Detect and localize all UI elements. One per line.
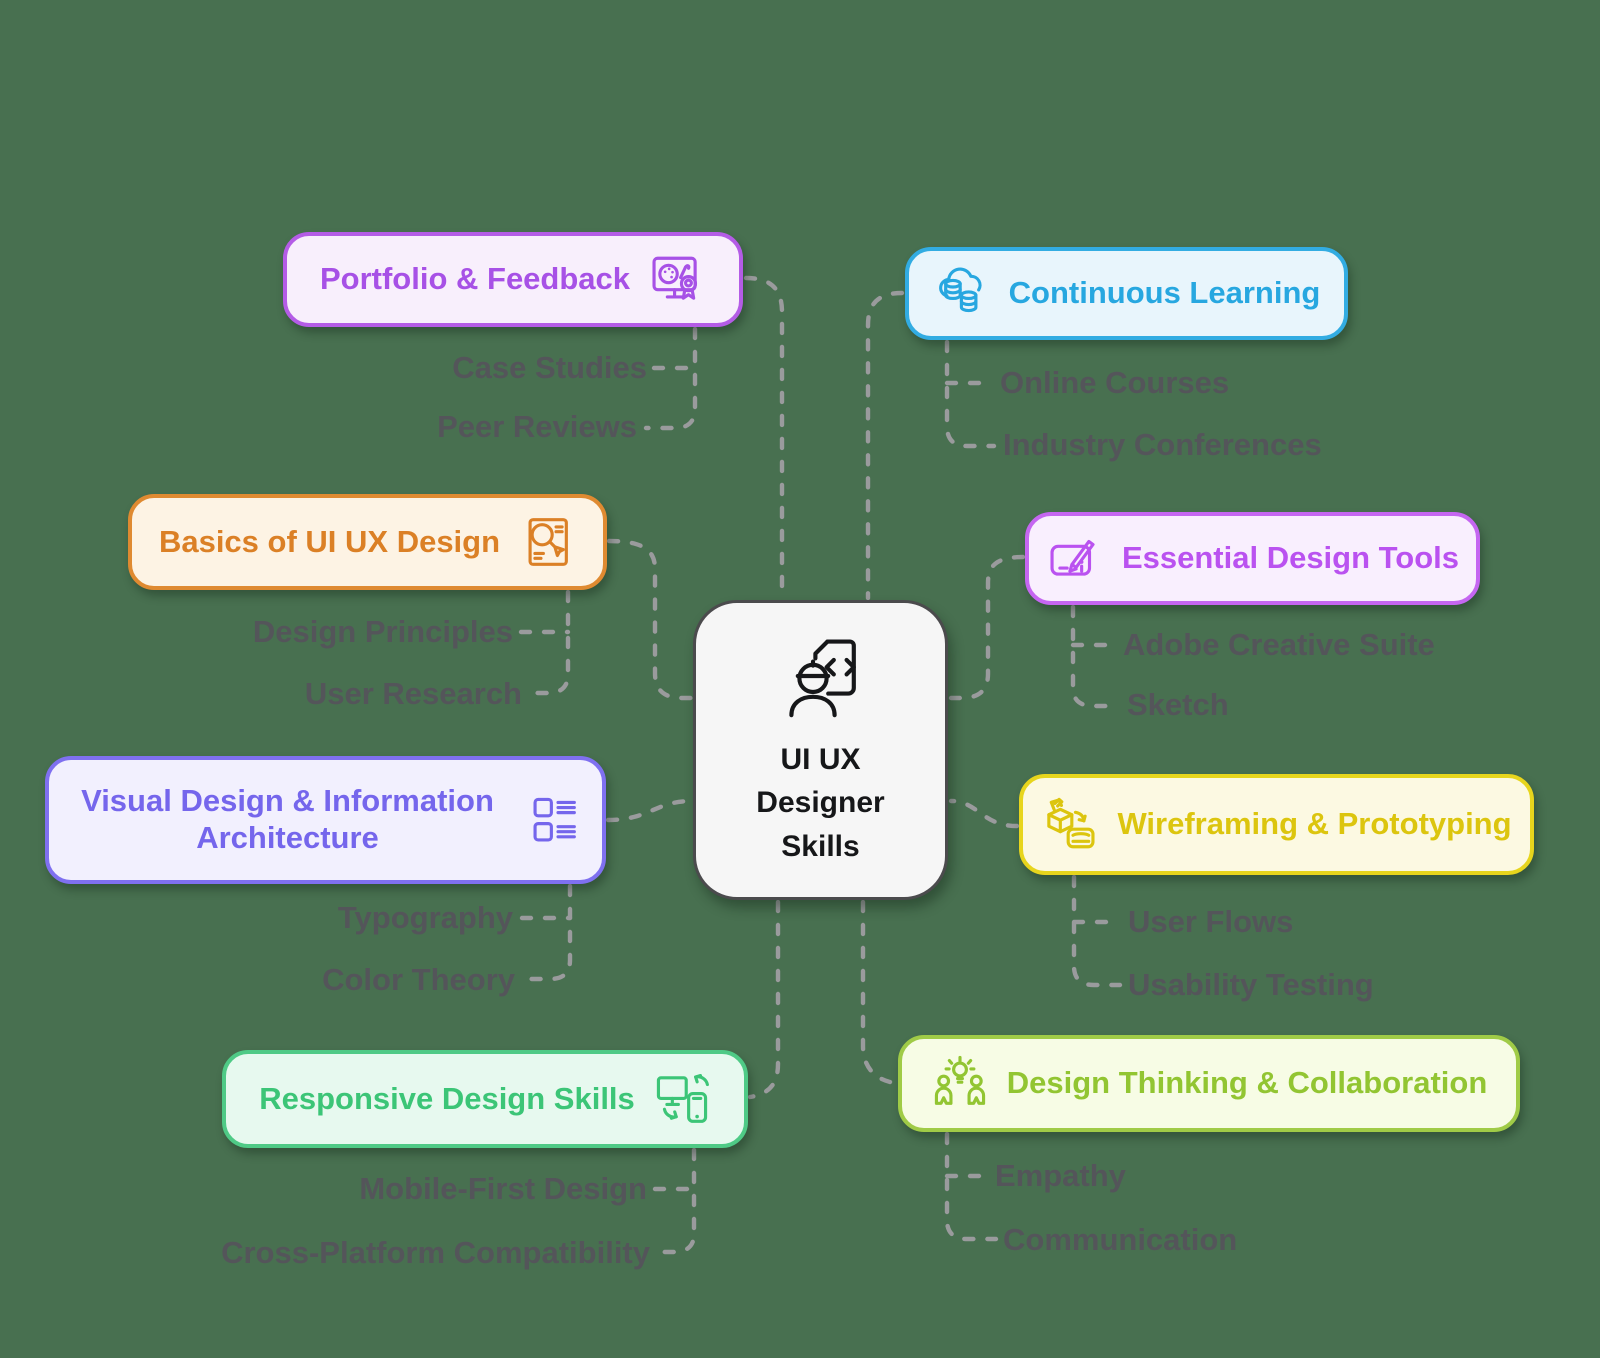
cloud-database-icon [933,265,991,323]
child-usability-testing[interactable]: Usability Testing [1128,967,1374,1002]
child-sketch[interactable]: Sketch [1127,687,1229,722]
child-typography[interactable]: Typography [337,900,513,935]
child-color-theory[interactable]: Color Theory [322,962,515,997]
center-title: UI UX Designer Skills [756,742,885,863]
engineer-document-icon [773,632,869,728]
people-lightbulb-icon [931,1055,989,1113]
box-card-icon [1041,796,1099,854]
branch-title: Responsive Design Skills [259,1080,635,1116]
tablet-pen-icon [1046,530,1104,588]
branch-title: Continuous Learning [1008,275,1321,311]
branch-title: Visual Design & Information Architecture [81,783,494,855]
branch-visual-design-information-architecture[interactable]: Visual Design & Information Architecture [45,756,606,884]
devices-sync-icon [653,1070,711,1128]
branch-wireframing-prototyping[interactable]: Wireframing & Prototyping [1019,774,1534,875]
branch-design-thinking-collaboration[interactable]: Design Thinking & Collaboration [898,1035,1520,1132]
branch-title: Wireframing & Prototyping [1117,806,1512,842]
branch-title: Essential Design Tools [1121,540,1460,576]
branch-title: Basics of UI UX Design [158,523,501,559]
child-adobe-creative-suite[interactable]: Adobe Creative Suite [1123,627,1435,662]
branch-essential-design-tools[interactable]: Essential Design Tools [1025,512,1480,605]
child-user-flows[interactable]: User Flows [1128,904,1294,939]
child-empathy[interactable]: Empathy [995,1158,1126,1193]
child-user-research[interactable]: User Research [304,676,522,711]
child-peer-reviews[interactable]: Peer Reviews [437,409,637,444]
branch-responsive-design-skills[interactable]: Responsive Design Skills [222,1050,748,1148]
child-industry-conferences[interactable]: Industry Conferences [1003,427,1322,462]
document-magnifier-icon [518,513,576,571]
branch-portfolio-feedback[interactable]: Portfolio & Feedback [283,232,743,327]
branch-continuous-learning[interactable]: Continuous Learning [905,247,1348,340]
child-mobile-first-design[interactable]: Mobile-First Design [359,1171,647,1206]
branch-title: Design Thinking & Collaboration [1006,1065,1488,1101]
monitor-palette-award-icon [648,251,706,309]
branch-title: Portfolio & Feedback [319,261,631,297]
child-cross-platform-compatibility[interactable]: Cross-Platform Compatibility [221,1235,650,1270]
list-layout-icon [526,791,584,849]
child-design-principles[interactable]: Design Principles [252,614,513,649]
center-node[interactable]: UI UX Designer Skills [693,600,948,900]
child-online-courses[interactable]: Online Courses [1000,365,1230,400]
branch-basics-of-ui-ux-design[interactable]: Basics of UI UX Design [128,494,607,590]
child-communication[interactable]: Communication [1003,1222,1238,1257]
child-case-studies[interactable]: Case Studies [452,350,647,385]
